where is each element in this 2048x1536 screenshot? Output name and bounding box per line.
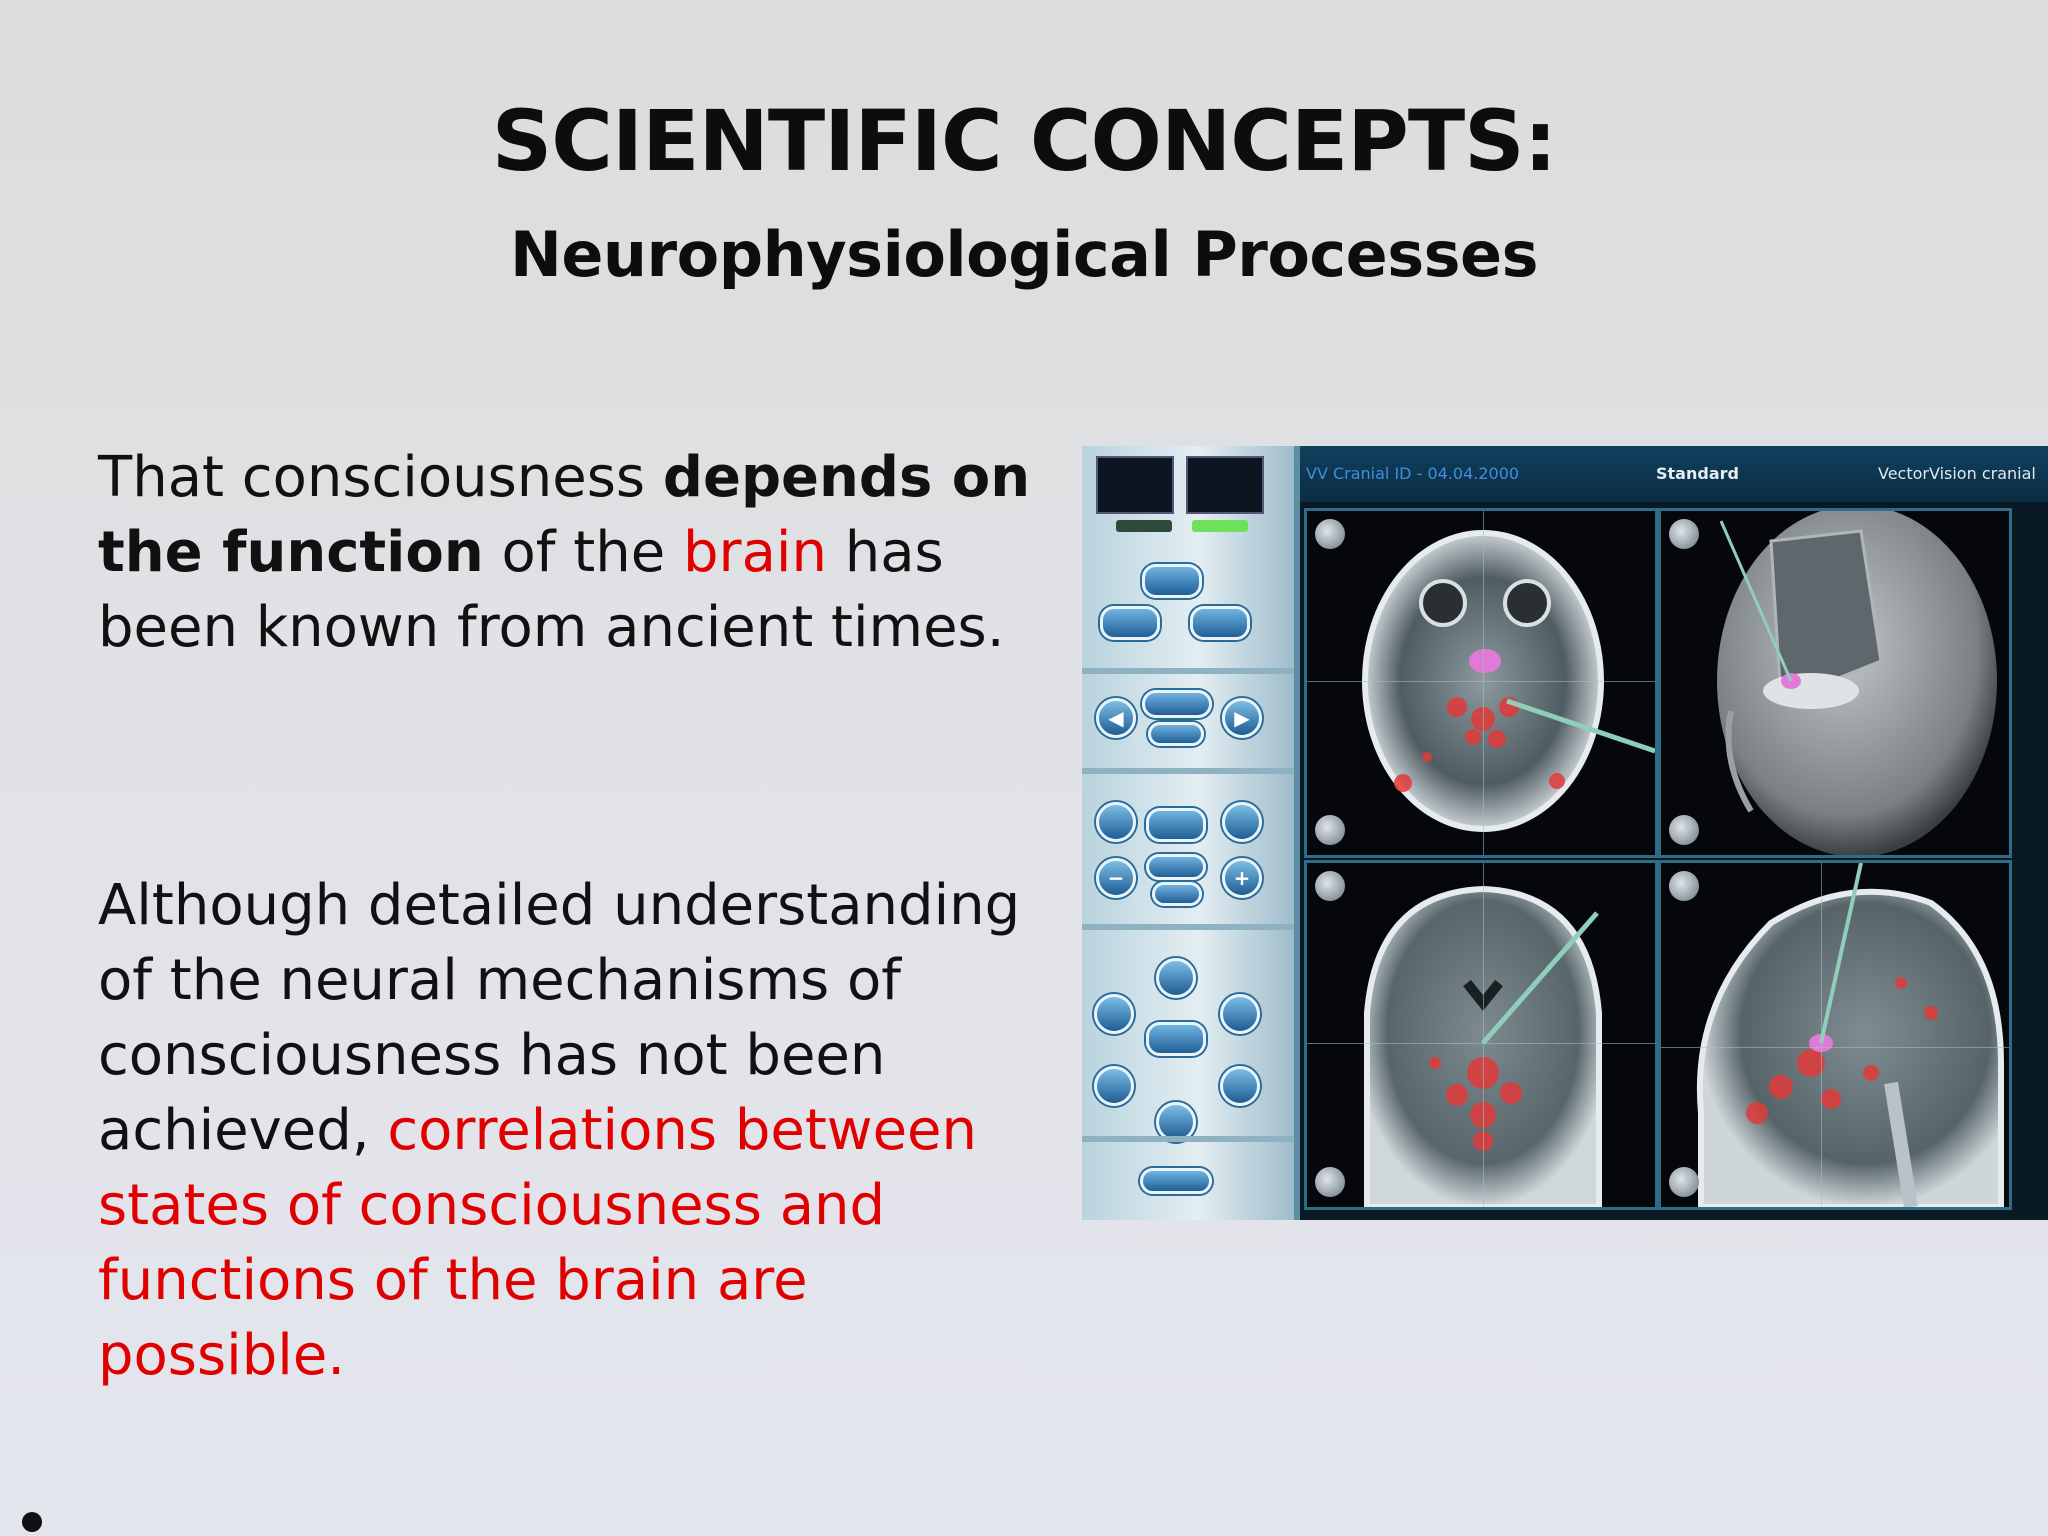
eye-icon [1315, 519, 1345, 549]
panel-round-button [1220, 1066, 1260, 1106]
highlight-correlations: correlations between states of conscious… [98, 1098, 977, 1388]
panel-round-button [1156, 958, 1196, 998]
panel-round-button [1220, 994, 1260, 1034]
control-panel: ◀ ▶ − + [1082, 446, 1300, 1220]
text-run: That consciousness [98, 445, 663, 510]
neuronavigation-screenshot: ◀ ▶ − + VV Cranial ID - 04.04.2000 Stand… [1082, 446, 2048, 1220]
coronal-mri-view [1304, 860, 1658, 1210]
preview-thumbnail [1186, 456, 1264, 514]
chevron-right-icon: ▶ [1222, 698, 1262, 738]
crosshair [1483, 863, 1484, 1207]
panel-button [1100, 606, 1160, 640]
product-logo: VectorVision cranial [1878, 464, 2036, 483]
sagittal-mri-view [1658, 860, 2012, 1210]
panel-button [1142, 564, 1202, 598]
panel-button [1152, 882, 1202, 906]
preview-thumbnail [1096, 456, 1174, 514]
panel-button [1146, 854, 1206, 880]
panel-button [1140, 1168, 1212, 1194]
panel-divider [1082, 668, 1294, 674]
status-indicator-active [1192, 520, 1248, 532]
patient-id-label: VV Cranial ID - 04.04.2000 [1306, 464, 1520, 483]
panel-round-button [1156, 1102, 1196, 1142]
crosshair [1307, 1043, 1655, 1044]
bold-phrase: depends on the function [98, 445, 1031, 585]
3d-head-view [1658, 508, 2012, 858]
paragraph-neural-correlates: Although detailed understanding of the n… [98, 868, 1048, 1393]
text-run: has been known from ancient times. [98, 520, 1005, 660]
panel-round-button [1222, 802, 1262, 842]
highlight-brain: brain [683, 520, 827, 585]
eye-icon [1669, 871, 1699, 901]
tool-icon [1669, 1167, 1699, 1197]
text-run: Although detailed understanding of the n… [98, 873, 1021, 1163]
panel-button [1148, 722, 1204, 746]
slide-subtitle: Neurophysiological Processes [509, 218, 1539, 291]
view-mode-label: Standard [1656, 464, 1739, 483]
axial-mri-view [1304, 508, 1658, 858]
crosshair [1307, 681, 1655, 682]
zoom-in-icon: + [1222, 858, 1262, 898]
panel-button [1190, 606, 1250, 640]
eye-icon [1315, 871, 1345, 901]
panel-round-button [1094, 1066, 1134, 1106]
panel-round-button [1096, 802, 1136, 842]
panel-round-button [1094, 994, 1134, 1034]
tool-icon [1669, 815, 1699, 845]
axial-brain-scan [1362, 530, 1655, 832]
3d-head-render [1717, 511, 1997, 855]
crosshair [1661, 1047, 2009, 1048]
panel-divider [1082, 924, 1294, 930]
eye-icon [1669, 519, 1699, 549]
tool-icon [1315, 1167, 1345, 1197]
slide-title: SCIENTIFIC CONCEPTS: [491, 92, 1558, 190]
paragraph-ancient-knowledge: That consciousness depends on the functi… [98, 440, 1048, 665]
chevron-left-icon: ◀ [1096, 698, 1136, 738]
status-indicator [1116, 520, 1172, 532]
panel-divider [1082, 768, 1294, 774]
crosshair [1483, 511, 1484, 855]
text-run: of the [483, 520, 683, 585]
zoom-out-icon: − [1096, 858, 1136, 898]
bullet-dot [22, 1512, 42, 1532]
viewer-header: VV Cranial ID - 04.04.2000 Standard Vect… [1300, 446, 2048, 502]
sagittal-brain-scan [1696, 863, 2004, 1207]
panel-button [1146, 1022, 1206, 1056]
coronal-brain-scan [1364, 885, 1602, 1207]
panel-button [1142, 690, 1212, 718]
crosshair [1821, 863, 1822, 1207]
tool-icon [1315, 815, 1345, 845]
panel-button [1146, 808, 1206, 842]
panel-divider [1082, 1136, 1294, 1142]
